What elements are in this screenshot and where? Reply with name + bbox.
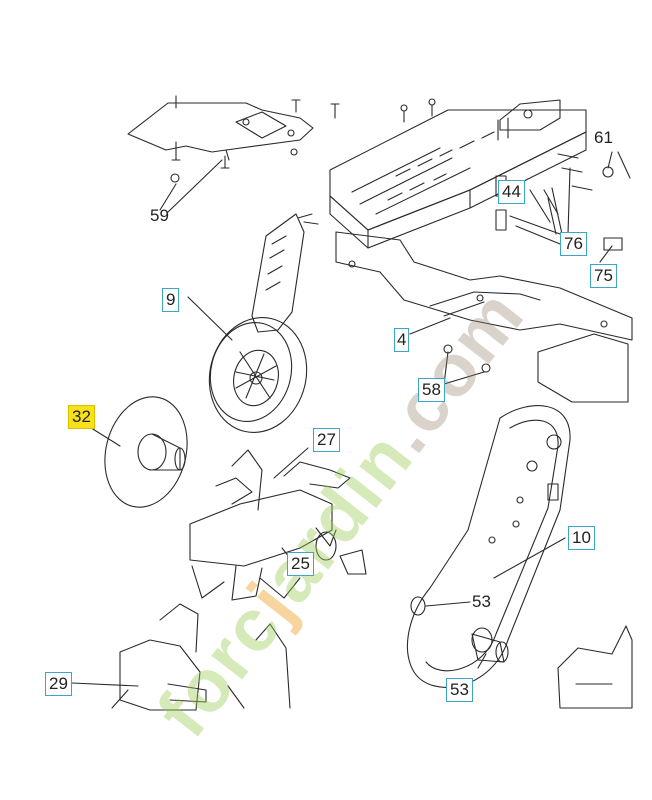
callout-44[interactable]: 44 [498,180,525,204]
leader-lines [71,151,631,687]
tine-assembly-upper [189,449,367,601]
callout-29[interactable]: 29 [45,672,72,696]
callout-75[interactable]: 75 [590,264,617,288]
tine-fragment [557,625,633,709]
main-frame [329,98,633,403]
depth-wheel [208,213,319,434]
callout-27[interactable]: 27 [313,428,340,452]
label-61: 61 [594,128,613,147]
side-disc [104,396,188,508]
callout-58[interactable]: 58 [418,378,445,402]
callout-25[interactable]: 25 [287,552,314,576]
pins [495,117,623,251]
callout-9[interactable]: 9 [162,288,180,312]
callout-32[interactable]: 32 [68,405,95,429]
tine-assembly-lower [111,603,291,711]
chain-case [406,405,571,688]
label-53: 53 [472,592,491,611]
callout-10[interactable]: 10 [568,526,595,550]
callout-53[interactable]: 53 [446,678,473,702]
label-59: 59 [150,206,169,225]
callout-76[interactable]: 76 [560,232,587,256]
bracket-plate [127,95,340,183]
callout-4[interactable]: 4 [394,328,410,352]
